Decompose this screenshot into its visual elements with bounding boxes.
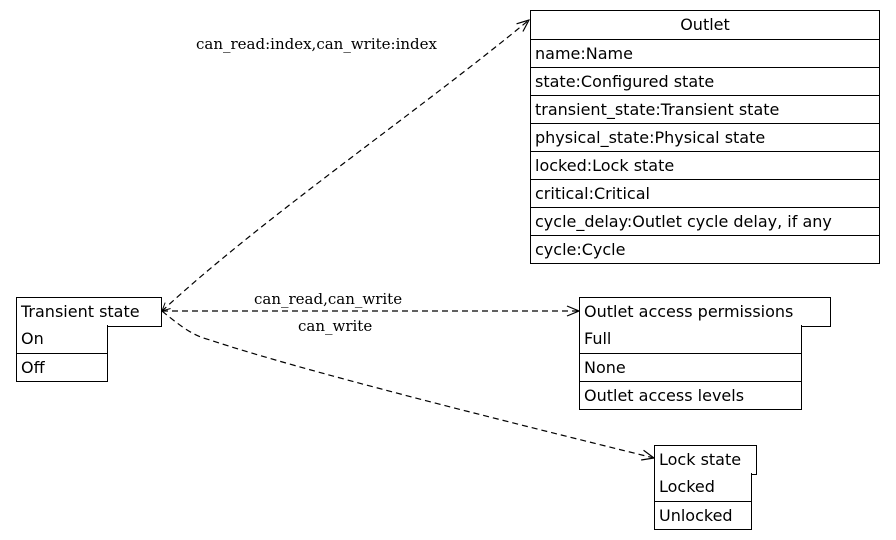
lock-state-values-box: Locked Unlocked (654, 473, 752, 530)
access-permissions-values-box: Full None Outlet access levels (579, 325, 802, 410)
edge-label-to-outlet: can_read:index,can_write:index (196, 35, 437, 53)
outlet-field: cycle_delay:Outlet cycle delay, if any (531, 207, 879, 235)
transient-state-value: On (21, 329, 44, 348)
edge-label-to-lock-state: can_write (298, 317, 373, 335)
access-permissions-value: Full (584, 329, 612, 348)
outlet-field: physical_state:Physical state (531, 123, 879, 151)
lock-state-value: Unlocked (655, 501, 751, 529)
outlet-field: cycle:Cycle (531, 235, 879, 263)
access-permissions-title: Outlet access permissions (584, 302, 794, 321)
transient-state-values-box: On Off (16, 325, 108, 382)
transient-state-value: Off (17, 353, 107, 381)
access-permissions-value: Outlet access levels (580, 381, 801, 409)
edge-to-outlet (162, 20, 529, 311)
outlet-field: state:Configured state (531, 67, 879, 95)
outlet-field: locked:Lock state (531, 151, 879, 179)
lock-state-title-box: Lock state (654, 445, 757, 475)
outlet-field: name:Name (531, 39, 879, 67)
transient-state-title-box: Transient state (16, 297, 162, 327)
edge-to-lock-state (161, 310, 654, 458)
lock-state-value: Locked (659, 477, 715, 496)
access-permissions-title-box: Outlet access permissions (579, 297, 831, 327)
edge-label-to-permissions: can_read,can_write (254, 290, 403, 308)
transient-state-title: Transient state (21, 302, 140, 321)
outlet-class-title: Outlet (680, 15, 730, 34)
lock-state-title: Lock state (659, 450, 742, 469)
outlet-field: critical:Critical (531, 179, 879, 207)
outlet-field: transient_state:Transient state (531, 95, 879, 123)
access-permissions-value: None (580, 353, 801, 381)
outlet-class-box: Outlet name:Name state:Configured state … (530, 10, 880, 264)
